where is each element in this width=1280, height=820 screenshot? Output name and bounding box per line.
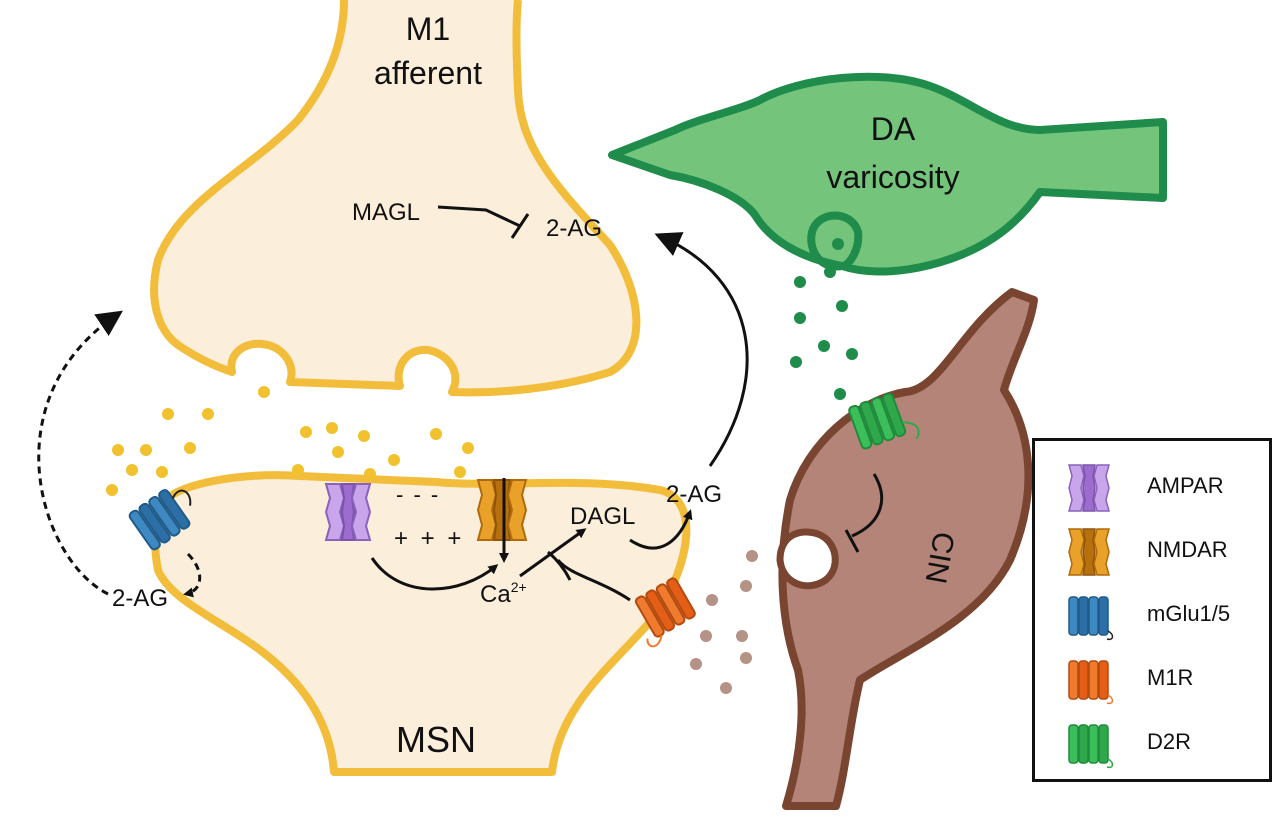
m1-afferent-terminal — [150, 0, 641, 397]
twoag-mglu-label: 2-AG — [112, 585, 168, 612]
legend-item-m1r: M1R — [1035, 647, 1269, 709]
m1r-to-dagl-curve — [556, 558, 631, 602]
d2r-receptor-icon — [1068, 724, 1114, 769]
twoag-msn-label: 2-AG — [666, 481, 722, 508]
legend: AMPAR NMDAR mGlu1/5 M1R — [1032, 438, 1272, 782]
legend-label-d2r: D2R — [1147, 729, 1192, 754]
legend-label-mglu: mGlu1/5 — [1147, 601, 1231, 626]
membrane-negative-charges: - - - — [396, 482, 440, 507]
dagl-to-2ag-arrow — [629, 509, 693, 550]
legend-item-d2r: D2R — [1035, 711, 1269, 773]
legend-label-nmdar: NMDAR — [1147, 537, 1228, 562]
ampar-depolarization-arrow — [370, 557, 499, 591]
calcium-label: Ca2+ — [480, 579, 527, 608]
cin-vesicle-pit — [776, 528, 839, 590]
dagl-label: DAGL — [570, 503, 635, 530]
msn-label: MSN — [396, 719, 476, 760]
mglu-receptor — [128, 489, 192, 551]
legend-item-mglu: mGlu1/5 — [1035, 583, 1269, 645]
legend-item-nmdar: NMDAR — [1035, 519, 1269, 581]
m1r-receptor-icon — [1068, 660, 1114, 705]
2ag-to-presynaptic-dashed-arrow — [37, 310, 123, 596]
ampar-receptor — [324, 483, 372, 541]
d2r-inhibition-bar — [844, 529, 860, 553]
d2r-inhibition-curve — [851, 473, 884, 538]
m1-afferent-label-line1: M1 — [406, 11, 450, 47]
m1-afferent-label-line2: afferent — [374, 55, 482, 91]
da-varicosity-label-line2: varicosity — [826, 159, 959, 195]
m1r-to-dagl-bar — [547, 550, 572, 581]
msn-neuron — [151, 471, 691, 776]
dopamine-vesicles — [790, 238, 858, 400]
ampar-receptor-icon — [1068, 464, 1110, 512]
nmdar-receptor — [476, 479, 528, 541]
legend-label-ampar: AMPAR — [1147, 473, 1224, 498]
twoag-retrograde-arrow — [654, 232, 749, 467]
pathway-arrows — [37, 205, 884, 602]
ca-to-dagl-arrow — [519, 528, 587, 578]
da-varicosity — [608, 72, 1167, 276]
m1r-receptor — [634, 577, 696, 648]
membrane-positive-charges: + + + — [394, 525, 464, 552]
mglu-receptor-icon — [1068, 596, 1114, 641]
mglu-2ag-dashed-arrow — [183, 552, 202, 598]
magl-label: MAGL — [352, 199, 420, 226]
nmdar-receptor-icon — [1068, 528, 1110, 576]
magl-inhibition-bar — [510, 213, 530, 239]
legend-label-m1r: M1R — [1147, 665, 1194, 690]
twoag-presynaptic-label: 2-AG — [546, 215, 602, 242]
da-varicosity-label-line1: DA — [871, 111, 916, 147]
d2r-receptor — [848, 392, 920, 450]
glutamate-vesicles — [106, 386, 474, 496]
magl-inhibition — [437, 205, 521, 228]
legend-item-ampar: AMPAR — [1035, 455, 1269, 517]
acetylcholine-vesicles — [690, 550, 758, 694]
